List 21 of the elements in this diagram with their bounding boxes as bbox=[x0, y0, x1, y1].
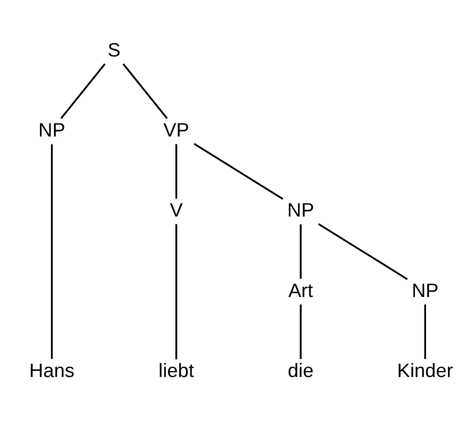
connector bbox=[50, 144, 52, 359]
node-text: Hans bbox=[28, 360, 74, 382]
node-text: S bbox=[107, 39, 120, 62]
node-text: Kinder bbox=[396, 360, 453, 382]
node-text: V bbox=[169, 200, 182, 222]
connector bbox=[299, 304, 302, 360]
node-text: NP bbox=[286, 200, 314, 222]
connector bbox=[174, 224, 177, 360]
node-text: die bbox=[287, 360, 314, 382]
connector bbox=[122, 63, 168, 120]
connector bbox=[193, 143, 283, 200]
connector bbox=[318, 223, 408, 280]
node-text: Art bbox=[288, 280, 313, 302]
connector bbox=[299, 224, 302, 279]
connector bbox=[424, 304, 426, 360]
node-text: VP bbox=[162, 119, 189, 142]
node-text: NP bbox=[411, 280, 438, 302]
node-text: NP bbox=[38, 119, 65, 142]
connector bbox=[174, 144, 177, 199]
node-text: liebt bbox=[158, 360, 194, 382]
connector bbox=[60, 63, 106, 120]
